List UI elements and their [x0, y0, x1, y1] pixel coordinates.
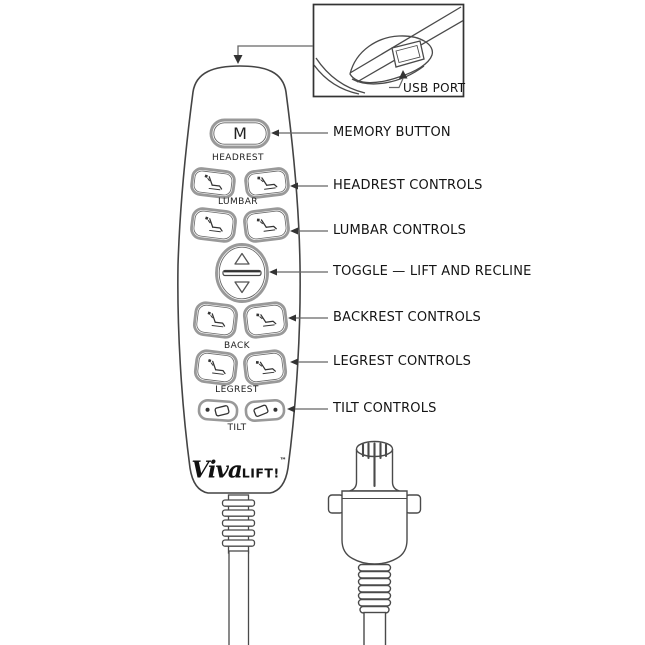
callout-toggle-lift-recline: TOGGLE — LIFT AND RECLINE [333, 264, 532, 280]
headrest-leader [290, 182, 328, 190]
tilt-seat-icon [214, 405, 230, 417]
lumbar-up-button [190, 207, 237, 243]
lumbar-down-button [243, 207, 290, 243]
toggle-leader [269, 268, 328, 276]
legrest-leader [290, 358, 328, 366]
callout-leaders [269, 129, 328, 413]
toggle-down-triangle-icon [234, 281, 250, 294]
tilt-forward-button [244, 398, 286, 423]
toggle-lift-recline [215, 243, 269, 303]
arrow-icon [290, 227, 298, 235]
callout-backrest-controls: BACKREST CONTROLS [333, 310, 481, 326]
arrow-icon [288, 314, 296, 322]
callout-legrest-controls: LEGREST CONTROLS [333, 354, 472, 370]
memory-button-label: M [233, 124, 247, 144]
logo-tm-mark: ™ [279, 456, 287, 465]
remote-body [177, 65, 301, 494]
usb-callout [389, 70, 408, 89]
headrest-group-label: HEADREST [212, 153, 264, 163]
arrow-icon [399, 70, 408, 79]
backrest-down-button [242, 301, 289, 339]
logo-viva-text: Viva [191, 456, 242, 484]
backrest-up-button [192, 301, 239, 339]
backrest-leader [288, 314, 328, 322]
arrow-icon [287, 405, 295, 413]
lumbar-group-label: LUMBAR [218, 197, 258, 207]
headrest-up-button [190, 167, 236, 199]
back-group-label: BACK [224, 341, 250, 351]
callout-lumbar-controls: LUMBAR CONTROLS [333, 223, 467, 239]
legrest-up-button [193, 349, 238, 386]
usb-port-drawing [314, 6, 463, 95]
legrest-group-label: LEGREST [215, 385, 259, 395]
callout-tilt-controls: TILT CONTROLS [333, 401, 437, 417]
arrow-icon [233, 55, 243, 64]
arrow-icon [290, 358, 298, 366]
usb-inset [312, 3, 465, 98]
memory-leader [271, 129, 328, 137]
remote-cord [221, 494, 256, 645]
legrest-down-button [243, 349, 288, 386]
headrest-down-button [244, 167, 290, 199]
inset-to-remote-arrow [233, 45, 313, 64]
usb-port-label: USB PORT [403, 81, 466, 95]
arrow-icon [271, 129, 279, 137]
lumbar-leader [290, 227, 328, 235]
plug-connector-drawing [327, 440, 422, 645]
tilt-leader [287, 405, 328, 413]
callout-headrest-controls: HEADREST CONTROLS [333, 178, 483, 194]
vivalift-logo: VivaLIFT!™ [191, 457, 286, 484]
tilt-back-button [197, 398, 239, 423]
tilt-seat-icon [253, 404, 269, 417]
callout-memory-button: MEMORY BUTTON [333, 125, 451, 141]
arrow-icon [269, 268, 277, 276]
toggle-up-triangle-icon [234, 252, 250, 265]
memory-button [209, 118, 271, 149]
tilt-group-label: TILT [227, 423, 247, 433]
logo-lift-text: LIFT! [241, 465, 280, 481]
arrow-icon [290, 182, 298, 190]
